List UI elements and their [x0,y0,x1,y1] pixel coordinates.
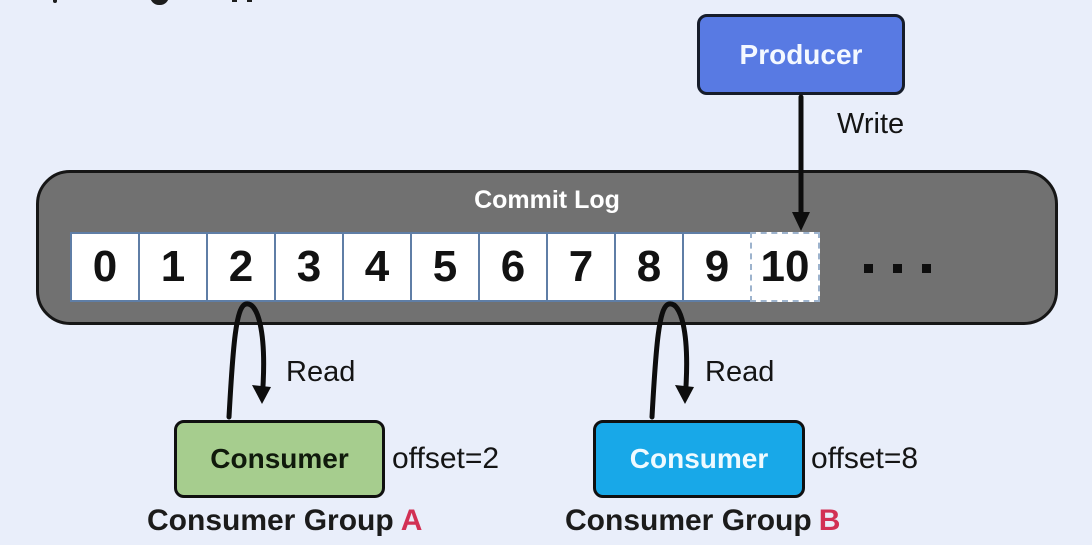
read-label-a: Read [286,356,356,388]
log-cell: 8 [614,232,684,302]
ellipsis-icon [864,264,931,273]
group-letter-a: A [400,504,423,537]
cropped-text-fragment [53,0,57,3]
read-arrowhead-a-icon [252,385,271,404]
cropped-text-fragment [232,0,237,2]
commit-log-title: Commit Log [474,186,620,214]
offset-label-a: offset=2 [392,442,500,475]
log-cell: 7 [546,232,616,302]
consumer-node-b: Consumer [593,420,805,498]
ellipsis-dot [893,264,902,273]
ellipsis-dot [922,264,931,273]
producer-node: Producer [697,14,905,95]
group-prefix-a: Consumer Group [147,504,394,537]
consumer-node-a: Consumer [174,420,385,498]
log-cell: 0 [70,232,140,302]
consumer-label-a: Consumer [210,443,349,474]
cropped-text-fragment [150,0,169,5]
log-cell: 9 [682,232,752,302]
log-cell: 6 [478,232,548,302]
write-label: Write [837,108,905,140]
log-cell-next-offset: 10 [750,232,820,302]
cropped-text-fragment [247,0,252,2]
ellipsis-dot [864,264,873,273]
log-cell: 4 [342,232,412,302]
log-cell: 1 [138,232,208,302]
consumer-label-b: Consumer [629,443,769,474]
log-cell: 2 [206,232,276,302]
offset-label-b: offset=8 [811,442,919,475]
read-label-b: Read [705,356,775,388]
group-prefix-b: Consumer Group [565,504,812,537]
producer-label: Producer [739,38,863,70]
group-letter-b: B [818,504,841,537]
read-arrowhead-b-icon [675,385,694,404]
log-cell: 3 [274,232,344,302]
log-cell: 5 [410,232,480,302]
